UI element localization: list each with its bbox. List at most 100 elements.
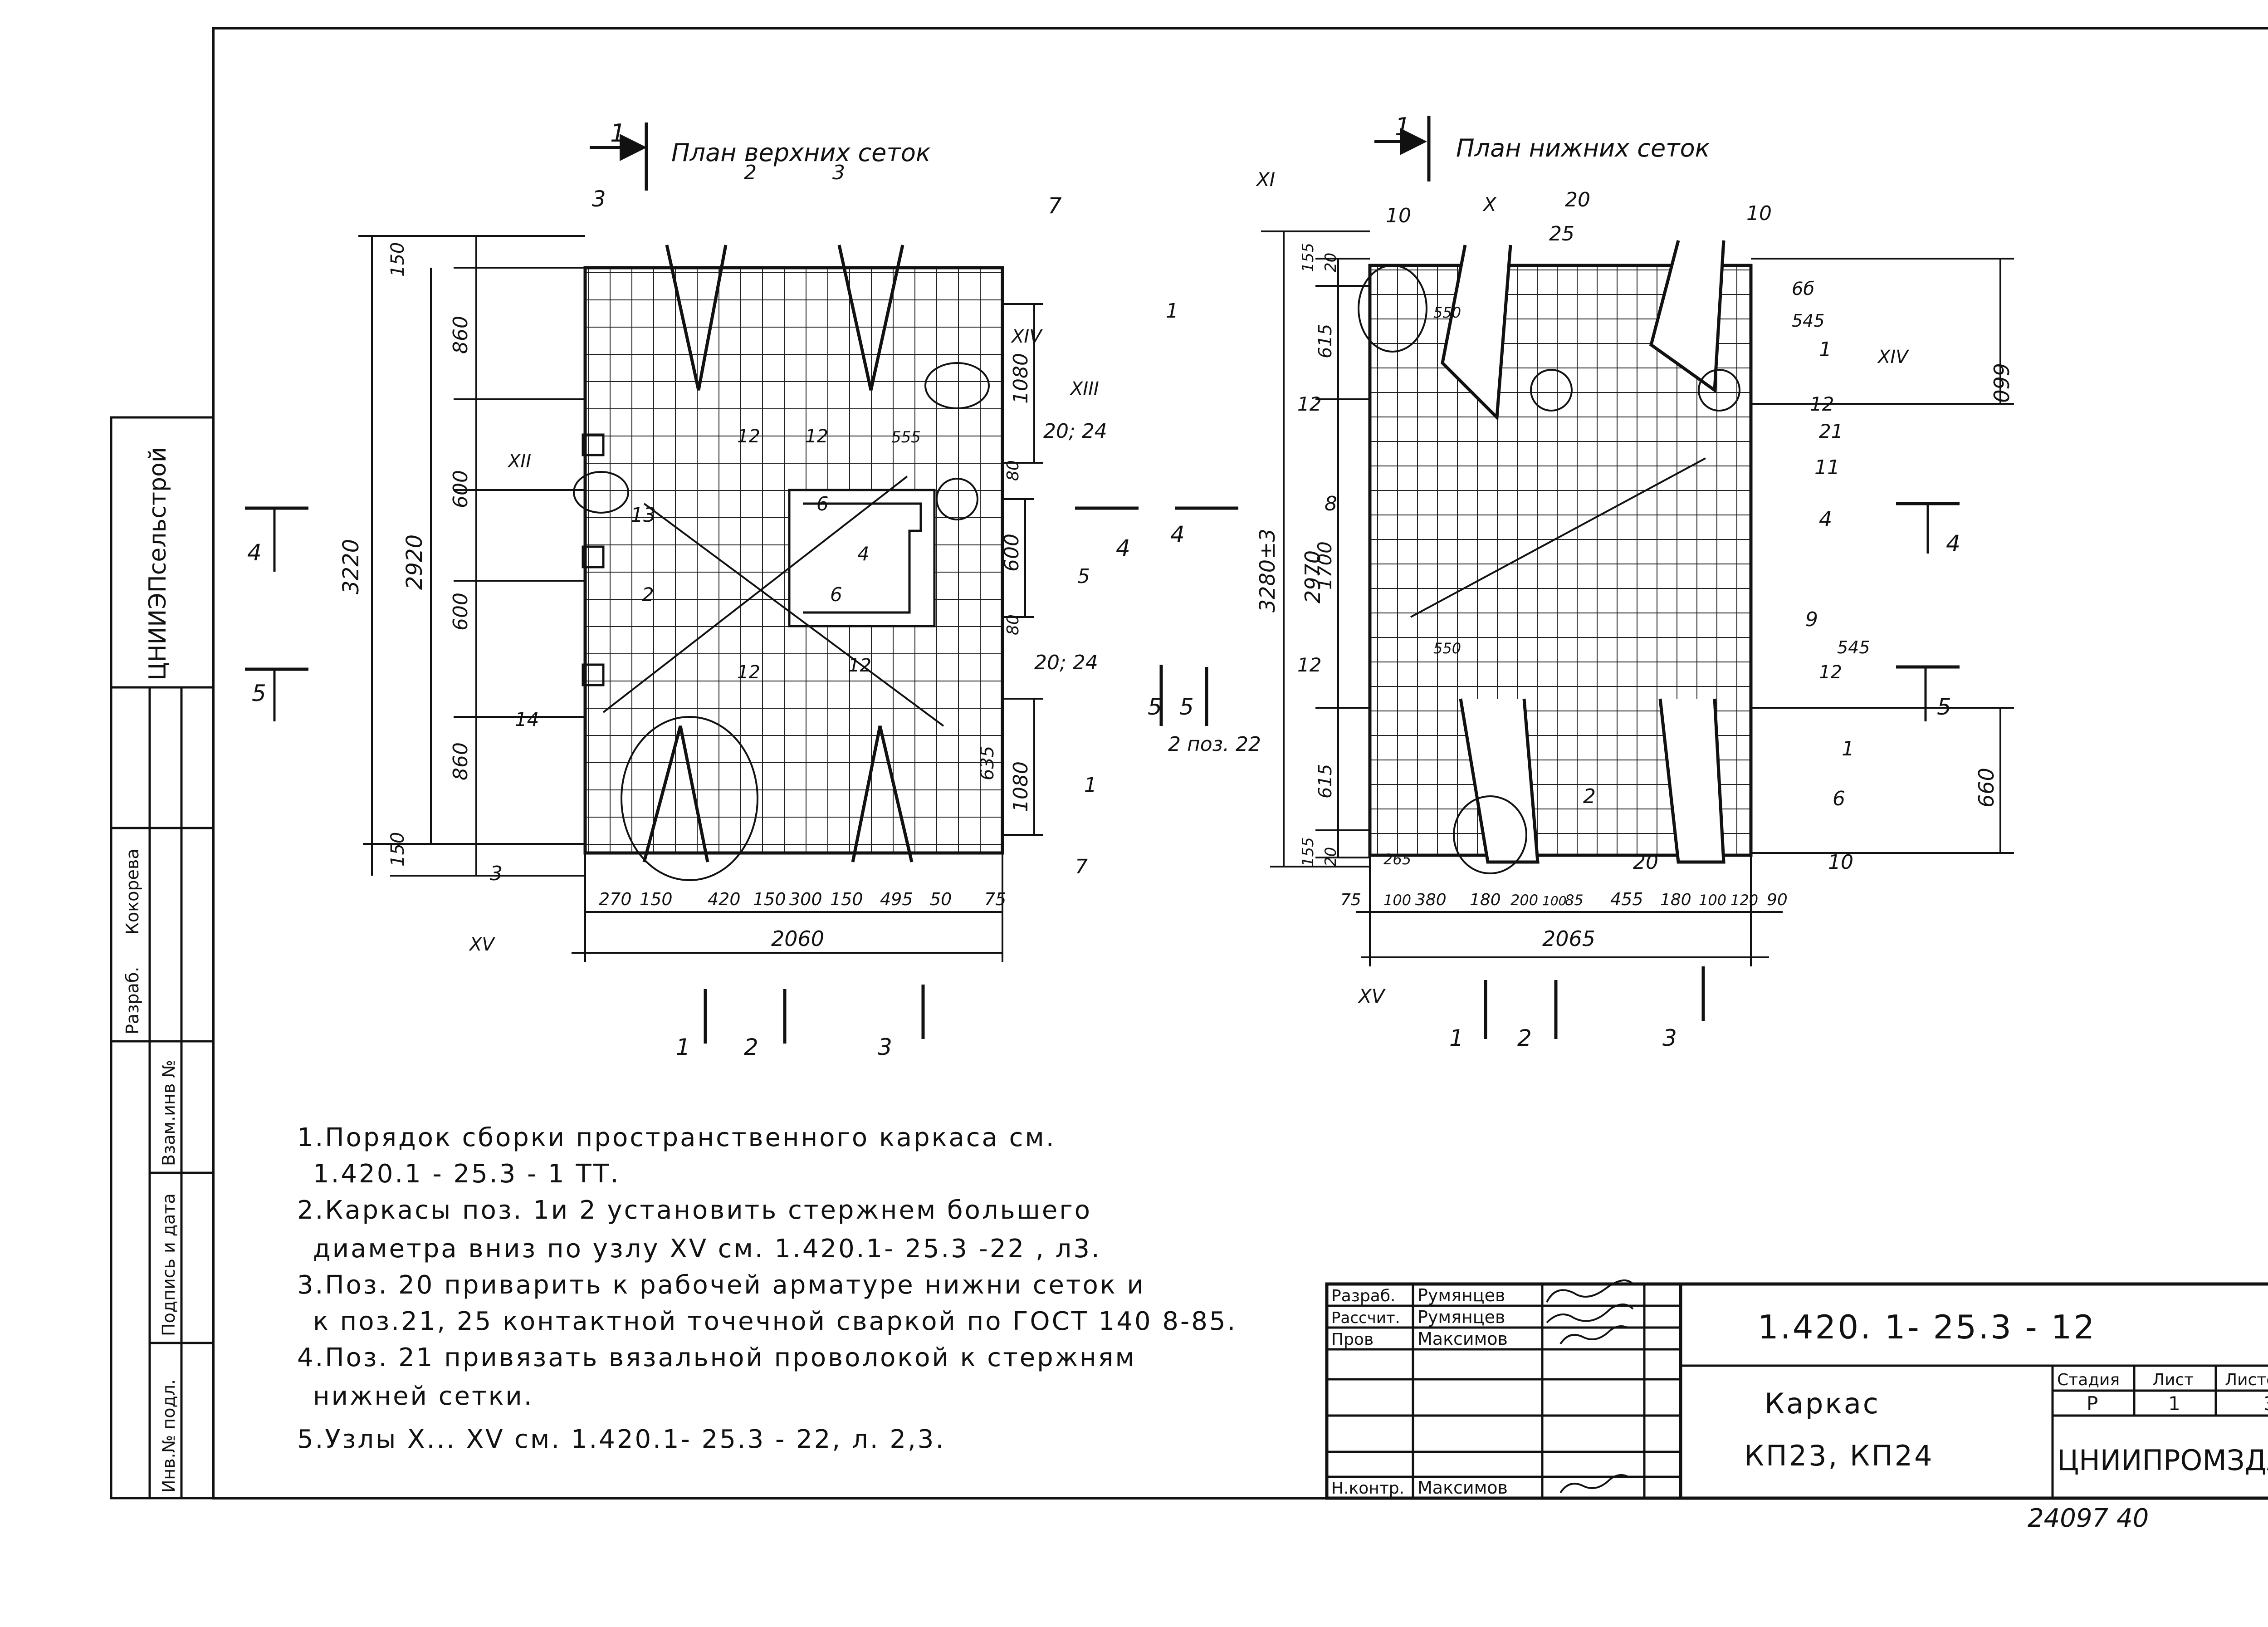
side-replace-inv: Взам.инв № <box>159 1060 179 1166</box>
note-line-2: 2.Каркасы поз. 1и 2 установить стержнем … <box>297 1196 1092 1225</box>
note-line-5: к поз.21, 25 контактной точечной сваркой… <box>313 1307 1237 1336</box>
footer-number: 24097 40 <box>2028 1504 2149 1533</box>
top-bottom-dim-1: 150 <box>640 889 673 909</box>
tb-name-2: Максимов <box>1418 1329 1508 1349</box>
bottom-pos-6: 6б <box>1792 279 1814 299</box>
bottom-height-total: 3280±3 <box>1255 529 1280 613</box>
bottom-right-dim-1: 660 <box>1974 768 1999 808</box>
bottom-left-dim-0: 155 <box>1299 243 1317 272</box>
bottom-section-4-right: 4 <box>1946 530 1960 557</box>
signature-6 <box>1559 1474 1629 1494</box>
note-line-8: 5.Узлы X... XV см. 1.420.1- 25.3 - 22, л… <box>297 1425 946 1454</box>
top-pos-1: 2 <box>744 161 757 184</box>
top-overall-width: 2060 <box>771 926 824 951</box>
top-pos-19: 14 <box>515 708 539 730</box>
top-left-dim-5: 150 <box>387 832 408 867</box>
tb-name-1: Румянцев <box>1418 1307 1505 1327</box>
note-line-4: 3.Поз. 20 приварить к рабочей арматуре н… <box>297 1270 1145 1300</box>
tb-role-6: Н.контр. <box>1331 1479 1404 1498</box>
bottom-left-dim-2: 615 <box>1315 324 1336 358</box>
top-pos-2: 3 <box>832 161 845 184</box>
bottom-left-dim-5: 20 <box>1322 847 1340 867</box>
top-pos-8: 13 <box>631 504 656 527</box>
bottom-bottom-dim-2: 380 <box>1415 891 1447 909</box>
top-pos-0: 3 <box>592 186 606 212</box>
bottom-left-dim-1: 20 <box>1322 253 1340 272</box>
note-line-0: 1.Порядок сборки пространственного карка… <box>297 1123 1056 1152</box>
bottom-right-dim-0: 660 <box>1989 363 2013 403</box>
side-sign-date: Подпись и дата <box>159 1193 179 1336</box>
side-developer-label: Разраб. <box>122 967 142 1034</box>
bottom-pos-9: 1 <box>1819 338 1832 361</box>
bottom-pos-3: 20 <box>1565 188 1590 211</box>
bottom-pos-28: XV <box>1358 985 1386 1007</box>
bottom-left-dim-4: 615 <box>1315 764 1336 799</box>
top-pos-15: 6 <box>830 583 842 606</box>
bottom-bottom-dim-1: 100 <box>1383 892 1411 909</box>
top-bsec-2: 2 <box>744 1034 758 1060</box>
bottom-pos-17: 545 <box>1837 637 1870 657</box>
bottom-section-4-left: 4 <box>1170 521 1185 548</box>
top-right-dim-3: 80 <box>1004 614 1022 635</box>
sheet-frame <box>212 27 2268 1500</box>
bottom-pos-13: 11 <box>1814 456 1840 479</box>
bottom-pos-5: 10 <box>1746 202 1772 225</box>
tb-sheet-label: Лист <box>2152 1371 2194 1389</box>
top-pos-17: 20; 24 <box>1034 651 1098 674</box>
plan-bottom-title: План нижних сеток <box>1456 134 1710 162</box>
top-bsec-1: 1 <box>676 1034 690 1060</box>
top-pos-22: 1 <box>1084 774 1097 797</box>
bottom-bottom-dim-11: 90 <box>1767 891 1788 909</box>
bottom-bottom-dim-8: 180 <box>1660 891 1691 909</box>
top-pos-3: 7 <box>1048 193 1062 219</box>
top-pos-23: 3 <box>490 862 503 885</box>
plan-top: План верхних сеток 1 <box>245 119 1178 1060</box>
bottom-pos-14: 8 <box>1325 492 1337 515</box>
top-bsec-3: 3 <box>878 1034 892 1060</box>
top-left-dim-0: 150 <box>387 242 408 277</box>
tb-sheet: 1 <box>2168 1392 2180 1415</box>
top-bottom-dim-8: 75 <box>984 889 1006 909</box>
signature-2 <box>1559 1325 1629 1345</box>
bottom-pos-11: 12 <box>1810 393 1834 415</box>
bottom-bottom-dim-5: 100 <box>1542 893 1566 908</box>
top-right-dim-4: 1080 <box>1009 761 1032 812</box>
bottom-pos-29: 12 <box>1297 393 1321 415</box>
top-pos-25: XV <box>469 934 495 955</box>
bottom-pos-21: 1 <box>1842 737 1854 760</box>
bottom-pos-15: 4 <box>1819 507 1832 531</box>
top-bottom-dim-4: 300 <box>789 889 822 909</box>
bottom-pos-19: 12 <box>1297 654 1321 676</box>
side-org: ЦНИИЭПсельстрой <box>144 447 171 681</box>
top-left-dim-4: 860 <box>449 742 472 780</box>
bottom-pos-2: X <box>1482 193 1497 216</box>
top-bottom-dim-2: 420 <box>708 889 741 909</box>
top-section-5-left: 5 <box>252 680 266 706</box>
bottom-pos-18: 550 <box>1433 640 1461 657</box>
bottom-pos-4: 25 <box>1549 222 1574 245</box>
bottom-section-5-left: 5 <box>1179 694 1194 720</box>
top-pos-7: XII <box>507 451 531 472</box>
note-line-3: диаметра вниз по узлу XV см. 1.420.1- 25… <box>313 1234 1101 1264</box>
bottom-left-dim-6: 155 <box>1299 837 1317 867</box>
bottom-pos-27: 265 <box>1383 851 1411 868</box>
tb-sheets: 3 <box>2263 1392 2268 1415</box>
top-bottom-dim-3: 150 <box>753 889 786 909</box>
bottom-bsec-3: 3 <box>1662 1025 1677 1051</box>
tb-name-line1: Каркас <box>1765 1387 1880 1420</box>
top-right-dim-2: 80 <box>1004 460 1022 481</box>
tb-stage: Р <box>2087 1392 2098 1415</box>
bottom-pos-26: 10 <box>1828 851 1853 874</box>
top-pos-12: 20; 24 <box>1043 420 1107 443</box>
top-section-4-left: 4 <box>247 539 262 566</box>
bottom-bsec-2: 2 <box>1517 1025 1532 1051</box>
top-right-dim-5: 635 <box>977 746 998 780</box>
top-pos-24: 7 <box>1075 855 1088 878</box>
tb-role-1: Рассчит. <box>1331 1309 1400 1327</box>
bottom-pos-1: 10 <box>1386 204 1411 227</box>
bottom-overall-width: 2065 <box>1542 926 1595 951</box>
top-left-dim-1: 860 <box>449 316 472 354</box>
bottom-pos-24: 2 <box>1583 785 1596 808</box>
tb-role-0: Разраб. <box>1331 1287 1395 1305</box>
